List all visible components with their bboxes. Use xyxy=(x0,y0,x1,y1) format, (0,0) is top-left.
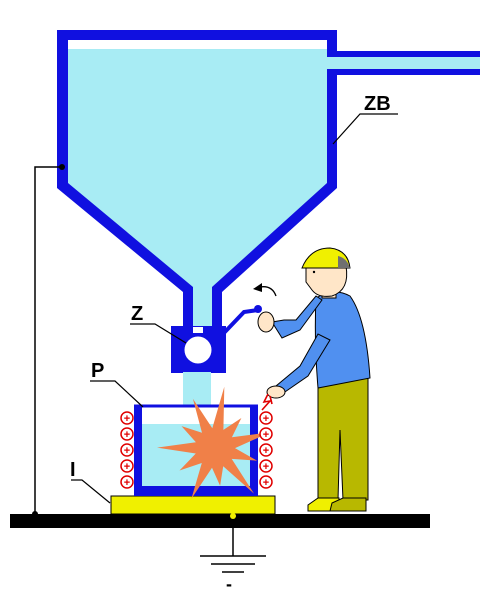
valve-ball xyxy=(181,333,215,367)
charge-right-sign: + xyxy=(263,445,269,457)
valve-lever xyxy=(220,308,259,337)
label-z: Z xyxy=(131,303,143,325)
worker-shoe-right xyxy=(329,497,367,512)
positive-charge-icon xyxy=(259,427,273,441)
label-i: I xyxy=(70,459,76,481)
label-leader-p xyxy=(90,380,144,408)
ground-wire xyxy=(34,166,62,516)
positive-charge-icon xyxy=(259,475,273,489)
silo-headspace xyxy=(68,40,327,49)
charge-left-sign: + xyxy=(124,413,130,425)
worker-hand-upper xyxy=(257,311,275,333)
charges-left: + + + + + xyxy=(120,411,134,489)
ground-sign: - xyxy=(226,574,232,594)
ground-symbol xyxy=(200,528,266,573)
positive-charge-icon xyxy=(259,443,273,457)
charge-left-sign: + xyxy=(124,445,130,457)
positive-charge-icon xyxy=(120,443,134,457)
valve xyxy=(171,283,277,373)
silo-powder xyxy=(68,40,327,332)
worker-eye xyxy=(312,270,316,274)
inlet-pipe-interior xyxy=(327,57,480,69)
floor-joint-dot xyxy=(230,513,236,519)
silo xyxy=(57,30,480,332)
explosion-burst xyxy=(157,386,271,499)
worker-head xyxy=(305,265,348,297)
floor xyxy=(10,514,430,528)
label-leader-zb xyxy=(332,113,398,145)
worker-pants xyxy=(317,377,369,501)
label-p: P xyxy=(91,360,104,382)
positive-charge-icon xyxy=(259,459,273,473)
worker-arm-upper xyxy=(271,295,323,339)
spark xyxy=(261,393,273,411)
positive-charge-icon xyxy=(120,411,134,425)
charge-right-sign: + xyxy=(263,477,269,489)
worker-hand-lower xyxy=(266,385,286,399)
valve-gap xyxy=(193,327,203,333)
charge-right-sign: + xyxy=(263,413,269,425)
label-zb: ZB xyxy=(364,93,391,115)
helmet-band xyxy=(338,256,350,268)
ground-wire-node-floor xyxy=(32,511,38,517)
ground-wire-node-silo xyxy=(59,164,65,170)
label-leader-z xyxy=(130,323,187,344)
positive-charge-icon xyxy=(120,427,134,441)
charge-left-sign: + xyxy=(124,477,130,489)
charge-right-sign: + xyxy=(263,461,269,473)
charge-right-sign: + xyxy=(263,429,269,441)
arrow-head xyxy=(253,283,262,292)
charges-right: + + + + + xyxy=(259,411,273,489)
charge-left-sign: + xyxy=(124,429,130,441)
lever-rotation-arrow xyxy=(259,286,277,297)
label-leader-i xyxy=(71,479,111,504)
valve-lever-knob xyxy=(254,305,262,313)
charge-left-sign: + xyxy=(124,461,130,473)
positive-charge-icon xyxy=(120,459,134,473)
insulator-plate xyxy=(110,495,276,515)
positive-charge-icon xyxy=(259,411,273,425)
worker xyxy=(257,247,371,512)
positive-charge-icon xyxy=(120,475,134,489)
